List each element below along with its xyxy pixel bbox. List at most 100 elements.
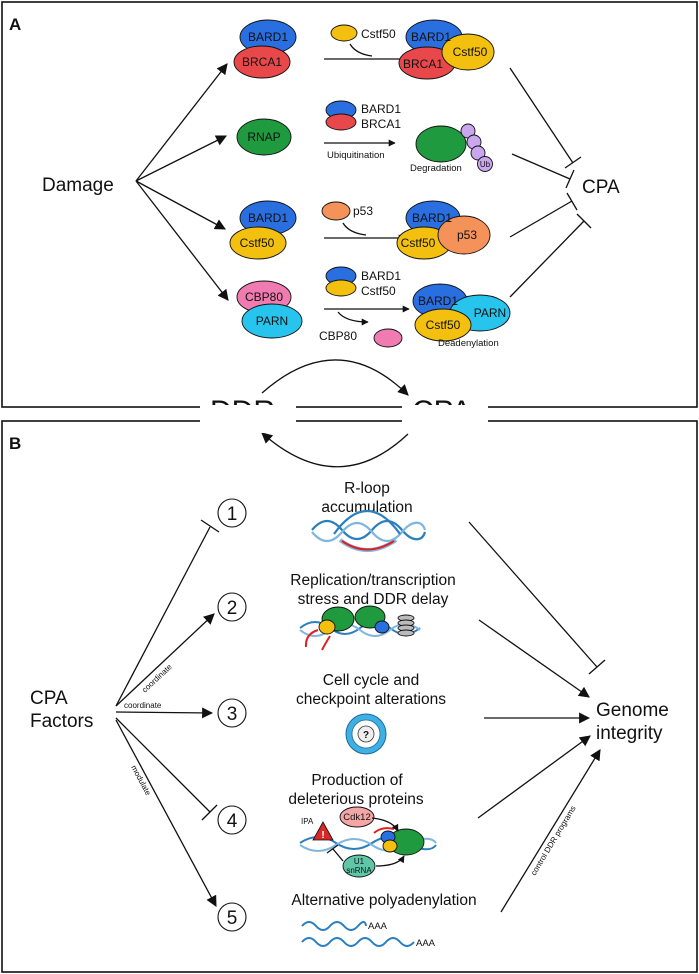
item-4-title: Production of (311, 772, 403, 789)
frame-gap-left (200, 405, 296, 433)
bard1-label: BARD1 (411, 30, 451, 44)
dna-strand (311, 521, 427, 543)
cbp80-free (373, 328, 403, 348)
deleterious-proteins-illustration: ! IPA Cdk12 U1 snRNA (299, 806, 437, 878)
step-circles: 1 2 3 4 5 (217, 498, 247, 932)
item-2-title: Replication/transcription (290, 572, 455, 589)
release-curve (337, 311, 369, 326)
p53-protein (437, 215, 491, 255)
damage-arrow-2 (135, 135, 227, 182)
question-disc (357, 725, 375, 743)
coordinate-label: coordinate (124, 701, 162, 710)
bard1-label: BARD1 (361, 102, 401, 116)
item-4-title: deleterious proteins (288, 791, 424, 808)
inhibit-bar-3 (566, 192, 578, 211)
step-number: 3 (227, 704, 238, 725)
cstf50-protein (229, 226, 287, 260)
panel-b: B CPA Factors Genome integrity 1 2 3 4 5… (1, 405, 698, 973)
bard1-label: BARD1 (248, 30, 288, 44)
step-number: 4 (227, 811, 238, 832)
damage-arrow-3 (135, 180, 226, 230)
step-number: 5 (227, 908, 238, 929)
short-polya-tail: AAA (368, 921, 388, 932)
ubiquitination-label: Ubiquitination (327, 150, 385, 161)
binding-curve (342, 222, 367, 236)
step-circle (217, 498, 247, 528)
item-2-title: stress and DDR delay (298, 591, 449, 608)
inhibit-edge-4 (115, 717, 211, 813)
bard1-protein (374, 620, 390, 634)
cdk12-label: Cdk12 (343, 812, 370, 823)
step-number: 2 (227, 598, 238, 619)
p53-label: p53 (457, 228, 477, 242)
cstf50-protein (414, 308, 472, 342)
deadenylation-label: Deadenylation (438, 338, 499, 349)
panel-a-frame (1, 1, 698, 408)
damage-arrow-4 (135, 180, 229, 301)
inhibit-bar-4 (576, 213, 592, 229)
bard1-label: BARD1 (248, 211, 288, 225)
displaced-strand (333, 509, 401, 535)
item-3-title: checkpoint alterations (296, 691, 446, 708)
step-circle (217, 592, 247, 622)
snrna-label: snRNA (346, 866, 372, 875)
warning-triangle-icon (312, 821, 334, 841)
p53-free-label: p53 (353, 204, 373, 218)
row-4: CBP80 PARN BARD1 Cstf50 CBP80 BARD1 Cstf… (236, 266, 511, 349)
cstf50-protein (382, 839, 398, 853)
ipa-label: IPA (301, 817, 314, 826)
row-3: BARD1 Cstf50 p53 BARD1 Cstf50 p53 (229, 200, 491, 260)
inhibit-line-3 (509, 200, 573, 238)
short-transcript (301, 921, 367, 931)
inhibit-edge-1 (115, 526, 211, 707)
long-transcript (301, 937, 415, 947)
long-polya-tail: AAA (416, 938, 436, 949)
parn-label: PARN (474, 306, 506, 320)
item-3-title: Cell cycle and (323, 672, 420, 689)
alt-polyadenylation-illustration: AAA AAA (301, 921, 436, 949)
inhibit-bar-b4 (201, 804, 218, 821)
bard1-label: BARD1 (418, 294, 458, 308)
warning-mark: ! (321, 830, 324, 841)
panel-a-label: A (9, 15, 21, 34)
brca1-label: BRCA1 (361, 117, 401, 131)
u1-label: U1 (354, 857, 365, 866)
coordinate-edge-3 (115, 707, 214, 719)
bard1-label: BARD1 (361, 269, 401, 283)
panel-b-frame (1, 420, 698, 973)
cpa-factors-label-2: Factors (30, 711, 93, 732)
cpa-factors-label-1: CPA (30, 688, 68, 709)
step-circle (217, 902, 247, 932)
inhibit-line-4 (509, 220, 585, 298)
rna-strand (341, 540, 395, 551)
r-loop-illustration (311, 509, 427, 552)
inhibit-bar-2 (565, 169, 575, 189)
row-2: RNAP BARD1 BRCA1 Ubiquitination Ub Degra… (236, 100, 493, 174)
rnap-label: RNAP (247, 130, 280, 144)
inhibit-edge-to-genome (468, 521, 598, 668)
cstf50-label: Cstf50 (426, 318, 461, 332)
cstf50-label: Cstf50 (361, 284, 396, 298)
cstf50-label: Cstf50 (240, 236, 275, 250)
rna-strand (321, 635, 331, 651)
p53-free (321, 201, 351, 221)
rna-strand (304, 629, 319, 648)
row-1: BARD1 BRCA1 Cstf50 BARD1 BRCA1 Cstf50 (233, 19, 495, 80)
degradation-label: Degradation (410, 163, 462, 174)
inhibit-line-2 (511, 153, 571, 180)
damage-arrow-1 (135, 63, 228, 182)
control-arrow-to-genome (500, 749, 601, 913)
ub-label: Ub (480, 160, 491, 169)
cstf50-free (330, 24, 358, 42)
inhibit-bar-b1 (200, 519, 220, 533)
step-circle (217, 698, 247, 728)
inhibit-bar-genome (588, 659, 606, 675)
rnap-protein (415, 125, 467, 163)
u1-inhibit-bar (326, 844, 339, 854)
inhibit-line-1 (509, 67, 574, 164)
item-1-title: accumulation (321, 499, 412, 516)
cbp80-label: CBP80 (245, 290, 283, 304)
cbp80-released-label: CBP80 (319, 329, 357, 343)
parn-label: PARN (256, 314, 288, 328)
arrow-to-genome (478, 619, 590, 698)
